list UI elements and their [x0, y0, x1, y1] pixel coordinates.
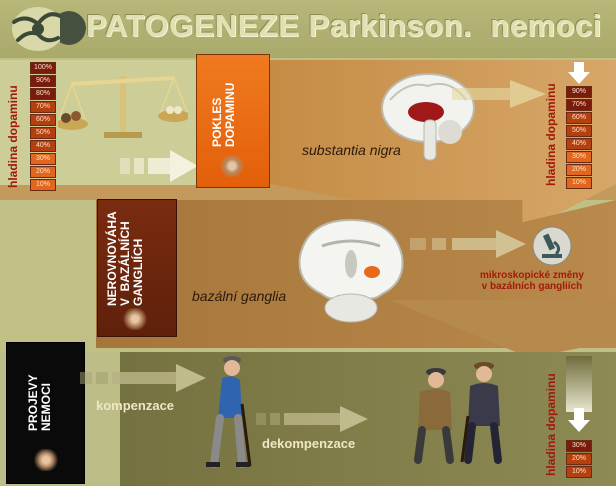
scale-cell: 10%: [566, 177, 592, 189]
box-nerovnovaha-label: NEROVNOVÁHA V BAZÁLNÍCH GANGLIÍCH: [105, 211, 145, 306]
scale-cell: 20%: [566, 164, 592, 176]
arrow-middle-icon: [410, 230, 526, 258]
scale-cell: 20%: [566, 453, 592, 465]
page-title: PATOGENEZE Parkinson. nemoci: [86, 8, 602, 43]
box-nerovnovaha-marker: [122, 308, 148, 330]
dopamine-fade-bar: [566, 356, 592, 412]
scale-cell: 30%: [30, 153, 56, 165]
scale-cell: 80%: [30, 88, 56, 100]
scale-cell: 30%: [566, 440, 592, 452]
box-projevy-nemoci: PROJEVY NEMOCI: [6, 342, 85, 484]
balance-scale-icon: [58, 75, 188, 138]
scale-cell: 40%: [30, 140, 56, 152]
scale-cell: 70%: [566, 99, 592, 111]
dopamine-level-label-right-top: hladina dopaminu: [544, 83, 558, 186]
box-projevy-label: PROJEVY NEMOCI: [26, 374, 53, 431]
scale-cell: 10%: [566, 466, 592, 478]
box-pokles-marker: [219, 155, 245, 177]
scale-cell: 60%: [30, 114, 56, 126]
scale-cell: 40%: [566, 138, 592, 150]
arrow-kompenzace-icon: [80, 364, 206, 392]
label-kompenzace: kompenzace: [96, 398, 175, 413]
scale-cell: 90%: [30, 75, 56, 87]
microscope-icon: [532, 226, 572, 266]
neuron-logo-icon: [12, 7, 64, 51]
scale-cell: 90%: [566, 86, 592, 98]
dopamine-scale-left: 100%90%80%70%60%50%40%30%20%10%: [30, 62, 56, 192]
box-projevy-marker: [33, 449, 59, 471]
header-bar: [0, 0, 616, 58]
box-nerovnovaha: NEROVNOVÁHA V BAZÁLNÍCH GANGLIÍCH: [97, 199, 177, 337]
elderly-man-with-cane-icon: [206, 356, 252, 468]
scale-cell: 50%: [566, 125, 592, 137]
dopamine-level-label-right-bottom: hladina dopaminu: [544, 373, 558, 476]
arrow-top-right-icon: [452, 80, 546, 108]
label-bazalni-ganglia: bazální ganglia: [192, 288, 287, 304]
label-mikroskopicke-zmeny: mikroskopické změny v bazálních gangliíc…: [480, 270, 584, 292]
two-seated-elderly-men-icon: [414, 362, 502, 464]
dopamine-level-label-left: hladina dopaminu: [6, 85, 20, 188]
scale-cell: 60%: [566, 112, 592, 124]
scale-cell: 50%: [30, 127, 56, 139]
arrow-dekompenzace-icon: [256, 406, 368, 432]
dopamine-scale-right-top: 90%70%60%50%40%30%20%10%: [566, 86, 592, 190]
box-pokles-dopaminu: POKLES DOPAMINU: [196, 54, 270, 188]
scale-cell: 10%: [30, 179, 56, 191]
down-arrow-bottom-icon: [568, 408, 590, 432]
brain-coronal-icon: [298, 218, 404, 323]
arrow-to-pokles-icon: [120, 150, 198, 182]
scale-cell: 100%: [30, 62, 56, 74]
down-arrow-icon: [568, 62, 590, 84]
label-dekompenzace: dekompenzace: [262, 436, 356, 451]
box-pokles-label: POKLES DOPAMINU: [210, 82, 237, 147]
scale-cell: 70%: [30, 101, 56, 113]
logo-silhouette-icon: [60, 6, 90, 50]
label-substantia-nigra: substantia nigra: [302, 142, 401, 158]
scale-cell: 30%: [566, 151, 592, 163]
dopamine-scale-right-bottom: 30%20%10%: [566, 440, 592, 479]
scale-cell: 20%: [30, 166, 56, 178]
